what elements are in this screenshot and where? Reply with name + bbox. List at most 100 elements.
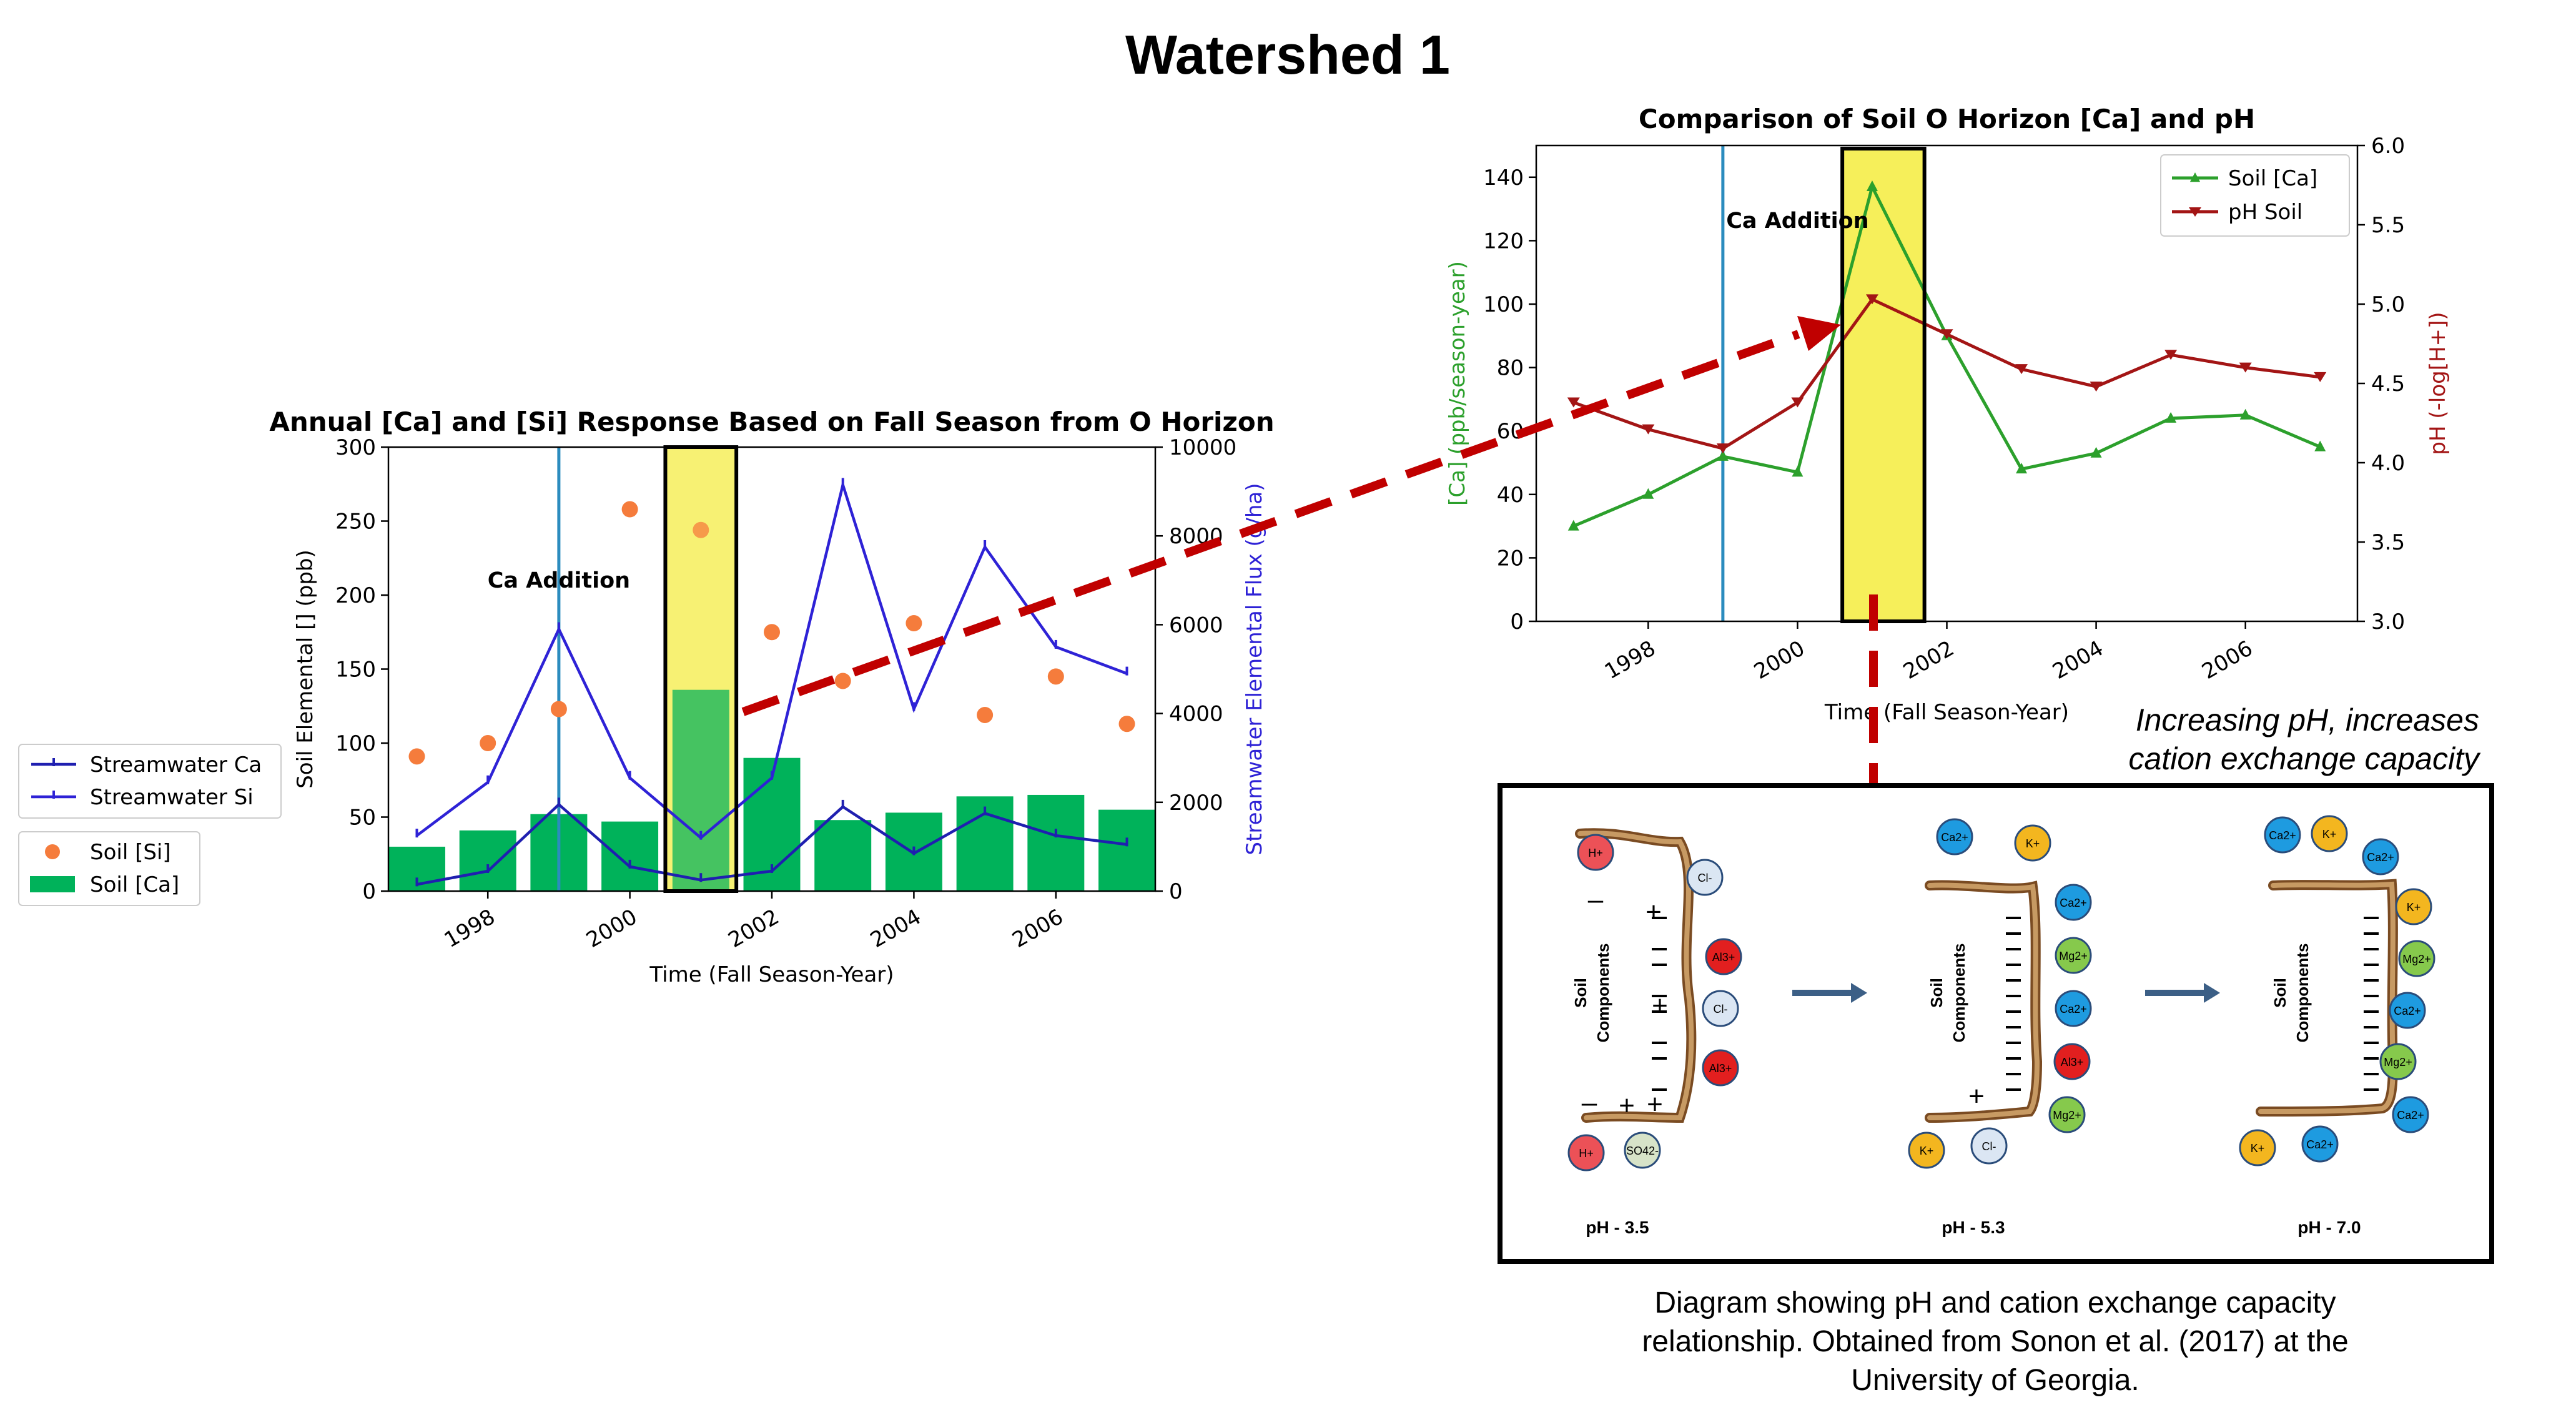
x-tick-label: 2000 — [582, 904, 641, 953]
ion-circle — [2014, 824, 2051, 862]
soil-ca-bar — [1027, 794, 1085, 891]
soil-si-point — [621, 501, 638, 518]
series-marker — [2239, 362, 2252, 373]
series-marker — [1865, 294, 1878, 305]
soil-ca-bar — [459, 830, 516, 891]
side-note-line: cation exchange capacity — [2129, 741, 2481, 776]
ion-label: K+ — [2322, 828, 2337, 841]
series-marker — [2164, 350, 2178, 360]
y2-tick-label: 10000 — [1169, 435, 1236, 460]
ion-label: Ca2+ — [2060, 1003, 2087, 1015]
x-tick-label: 1998 — [1601, 636, 1660, 684]
ion-label: K+ — [1920, 1145, 1934, 1157]
y-tick-label: 120 — [1483, 229, 1524, 254]
y-axis-label: [Ca] (ppb/season-year) — [1445, 261, 1470, 506]
y2-axis-label: Streamwater Elemental Flux (g/ha) — [1242, 483, 1267, 855]
soil-ca-bar — [601, 821, 659, 891]
y-tick-label: 250 — [335, 510, 376, 535]
y-tick-label: 100 — [335, 731, 376, 756]
charge-sign: – — [1582, 1087, 1597, 1118]
series-marker — [1716, 443, 1729, 454]
ion-circle — [2389, 992, 2426, 1029]
ion-circle — [2055, 990, 2092, 1027]
ion-label: Mg2+ — [2384, 1056, 2412, 1068]
left-chart: Annual [Ca] and [Si] Response Based on F… — [18, 407, 1275, 987]
ion-circle — [2053, 1043, 2091, 1080]
series-marker — [2239, 408, 2251, 420]
ion-label: Ca2+ — [2367, 851, 2394, 864]
y2-tick-label: 4.0 — [2371, 451, 2405, 476]
soil-label: Components — [1950, 944, 1968, 1043]
y2-tick-label: 2000 — [1169, 791, 1223, 816]
y-axis-label: Soil Elemental [] (ppb) — [293, 550, 318, 789]
y-tick-label: 200 — [335, 583, 376, 608]
y2-tick-label: 3.5 — [2371, 530, 2405, 555]
ion-circle — [2055, 937, 2092, 974]
series-marker — [2314, 372, 2327, 382]
ph-label: pH - 5.3 — [1942, 1218, 2005, 1237]
legend-lines-box — [18, 744, 282, 819]
y2-tick-label: 5.5 — [2371, 213, 2405, 238]
x-tick-label: 2006 — [1008, 904, 1067, 953]
ion-circle — [1577, 834, 1614, 871]
ion-label: Cl- — [1982, 1140, 1996, 1153]
charge-sign: + — [1646, 897, 1662, 927]
y2-tick-label: 6000 — [1169, 613, 1223, 638]
series-marker — [1940, 329, 1953, 340]
ion-circle — [1970, 1127, 2008, 1165]
y2-axis-label: pH (-log[H+]) — [2425, 312, 2450, 455]
x-tick-label: 2002 — [1899, 636, 1958, 684]
ion-circle — [2392, 1096, 2429, 1133]
y-tick-label: 300 — [335, 435, 376, 460]
soil-label: Soil — [1571, 978, 1590, 1008]
soil-si-point — [1047, 668, 1064, 685]
legend-label: Soil [Si] — [90, 840, 171, 865]
soil-label: Soil — [2271, 978, 2289, 1008]
chart-title: Annual [Ca] and [Si] Response Based on F… — [269, 407, 1274, 437]
ion-circle — [2362, 838, 2399, 875]
diagram-frame — [1498, 783, 2494, 1264]
dashed-arrow-shaft — [741, 330, 1800, 716]
series-marker — [2314, 440, 2326, 451]
soil-si-point — [1118, 716, 1135, 732]
ion-label: H+ — [1588, 847, 1603, 859]
soil-surface-texture — [2258, 881, 2396, 1114]
highlight-box — [1842, 149, 1925, 621]
legend-marker — [2189, 207, 2201, 217]
soil-ca-bar — [1098, 809, 1155, 891]
series-marker — [1792, 466, 1804, 477]
ion-label: Ca2+ — [2269, 829, 2296, 842]
x-tick-label: 2004 — [866, 904, 925, 953]
soil-label: Components — [1594, 944, 1612, 1043]
y2-tick-label: 6.0 — [2371, 134, 2405, 159]
transition-arrow-head — [1851, 983, 1867, 1003]
page-title: Watershed 1 — [1125, 24, 1450, 86]
ion-label: Ca2+ — [2397, 1109, 2424, 1122]
x-tick-label: 2000 — [1750, 636, 1809, 684]
ion-label: Mg2+ — [2402, 953, 2431, 965]
ion-label: Ca2+ — [2306, 1138, 2334, 1151]
legend-label: Streamwater Si — [90, 785, 254, 810]
soil-label: Soil — [1927, 978, 1946, 1008]
ion-label: H+ — [1579, 1147, 1594, 1160]
ion-label: K+ — [2026, 837, 2040, 850]
charge-sign: – — [1588, 884, 1604, 915]
legend-label: pH Soil — [2228, 200, 2302, 225]
x-tick-label: 1998 — [440, 904, 500, 953]
series-marker — [2090, 446, 2102, 458]
soil-surface-texture — [1927, 882, 2040, 1120]
ion-circle — [1624, 1132, 1661, 1169]
ion-circle — [2311, 815, 2348, 852]
legend-label: Streamwater Ca — [90, 752, 262, 777]
y-tick-label: 100 — [1483, 292, 1524, 317]
charge-sign: + — [1652, 990, 1668, 1021]
ion-circle — [1702, 1049, 1739, 1087]
charge-sign: + — [1647, 1089, 1663, 1120]
soil-surface-texture — [1577, 831, 1694, 1121]
ion-circle — [1936, 818, 1973, 855]
x-tick-label: 2002 — [724, 904, 784, 953]
diagram-caption-line: Diagram showing pH and cation exchange c… — [1654, 1286, 2336, 1319]
y2-tick-label: 3.0 — [2371, 609, 2405, 634]
series-marker — [2015, 364, 2028, 375]
ion-label: Al3+ — [2061, 1056, 2084, 1068]
